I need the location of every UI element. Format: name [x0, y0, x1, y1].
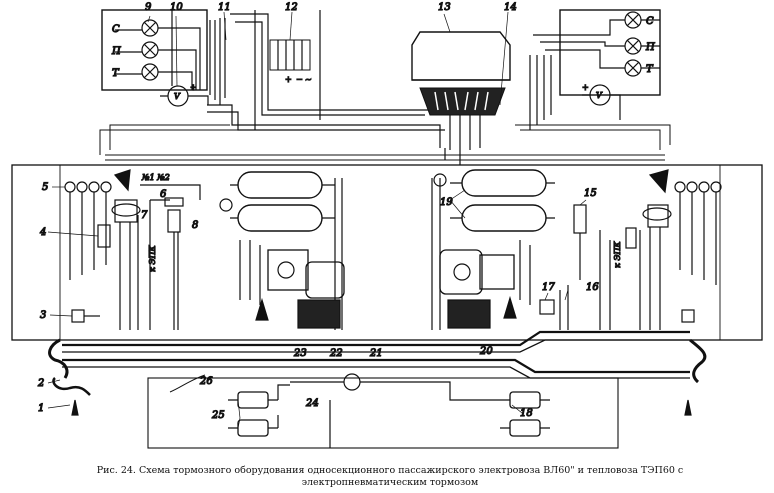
lamp-label-p-left: П [111, 46, 121, 57]
callout-9: 9 [145, 2, 152, 13]
lamp-cross [143, 21, 157, 35]
left-couplings [48, 309, 100, 416]
relay-valve-21 [343, 373, 361, 391]
lamp-label-t-left: Т [112, 68, 120, 79]
locomotive-frame [11, 154, 763, 341]
plus-right: + [582, 83, 589, 92]
brake-cylinder-18a [509, 391, 541, 409]
reservoir-15 [573, 204, 587, 234]
main-pipelines [62, 330, 690, 393]
callout-3: 3 [40, 310, 46, 321]
figure-caption: Рис. 24. Схема тормозного оборудования о… [96, 465, 684, 488]
rectifier-block [269, 39, 311, 71]
callout-4: 4 [39, 227, 46, 238]
drivers-valve [114, 199, 138, 223]
callout-21: 21 [369, 348, 383, 359]
lamp-label-c-left: С [112, 24, 120, 35]
right-cab-equipment [539, 169, 722, 330]
cock-3 [71, 309, 85, 323]
lamp-label-t-right: Т [646, 64, 654, 75]
callout-14: 14 [504, 2, 517, 13]
compressor-right [439, 240, 531, 329]
right-lamp-panel [529, 9, 661, 130]
callout-17: 17 [542, 282, 555, 293]
callout-2: 2 [37, 378, 44, 389]
main-reservoirs-left [219, 171, 343, 330]
callout-6: 6 [160, 189, 167, 200]
plus-rectifier: + [285, 75, 292, 84]
callout-18: 18 [520, 408, 533, 419]
left-lamp-panel [101, 9, 209, 107]
valve-numbers: №1 №2 [141, 173, 170, 182]
compressor-left [239, 240, 345, 329]
callout-24: 24 [305, 398, 319, 409]
callout-5: 5 [42, 182, 48, 193]
callout-15: 15 [584, 188, 597, 199]
left-cab-equipment [64, 169, 201, 330]
tilde-rectifier: ~ [305, 75, 312, 84]
gauge-1 [64, 181, 76, 193]
epk-label-left: к ЭПК [148, 245, 157, 272]
reservoir-4 [97, 224, 111, 248]
callout-13: 13 [438, 2, 451, 13]
leader-lines [47, 11, 587, 429]
callout-7: 7 [141, 210, 148, 221]
callout-26: 26 [199, 376, 213, 387]
lower-brake-box [147, 373, 619, 449]
voltmeter-label-left: V [174, 92, 181, 101]
callout-12: 12 [285, 2, 298, 13]
callout-25: 25 [211, 410, 225, 421]
callout-16: 16 [586, 282, 599, 293]
brake-cylinder-18b [509, 419, 541, 437]
callout-19: 19 [440, 197, 453, 208]
voltmeter-label-right: V [596, 91, 603, 100]
valve-8 [167, 209, 181, 233]
callout-8: 8 [192, 220, 198, 231]
brake-cylinder-25b [237, 419, 269, 437]
control-unit-13 [411, 31, 511, 155]
epk-label-right: к ЭПК [613, 241, 622, 268]
callout-23: 23 [293, 348, 307, 359]
minus-rectifier: − [296, 75, 303, 84]
callout-1: 1 [38, 403, 44, 414]
plus-left: + [190, 83, 197, 92]
callout-22: 22 [329, 348, 343, 359]
brake-cylinder-25a [237, 391, 269, 409]
valve-17 [539, 299, 555, 315]
lamp-label-p-right: П [645, 42, 655, 53]
lamp-label-c-right: С [646, 16, 654, 27]
right-couplings [684, 338, 707, 416]
brake-handle [113, 169, 131, 192]
callout-10: 10 [170, 2, 183, 13]
upper-wiring [207, 10, 445, 148]
callout-labels: 9 10 11 12 13 14 5 4 7 6 8 3 2 1 15 16 1… [36, 1, 655, 421]
callout-20: 20 [479, 346, 493, 357]
callout-11: 11 [218, 2, 231, 13]
